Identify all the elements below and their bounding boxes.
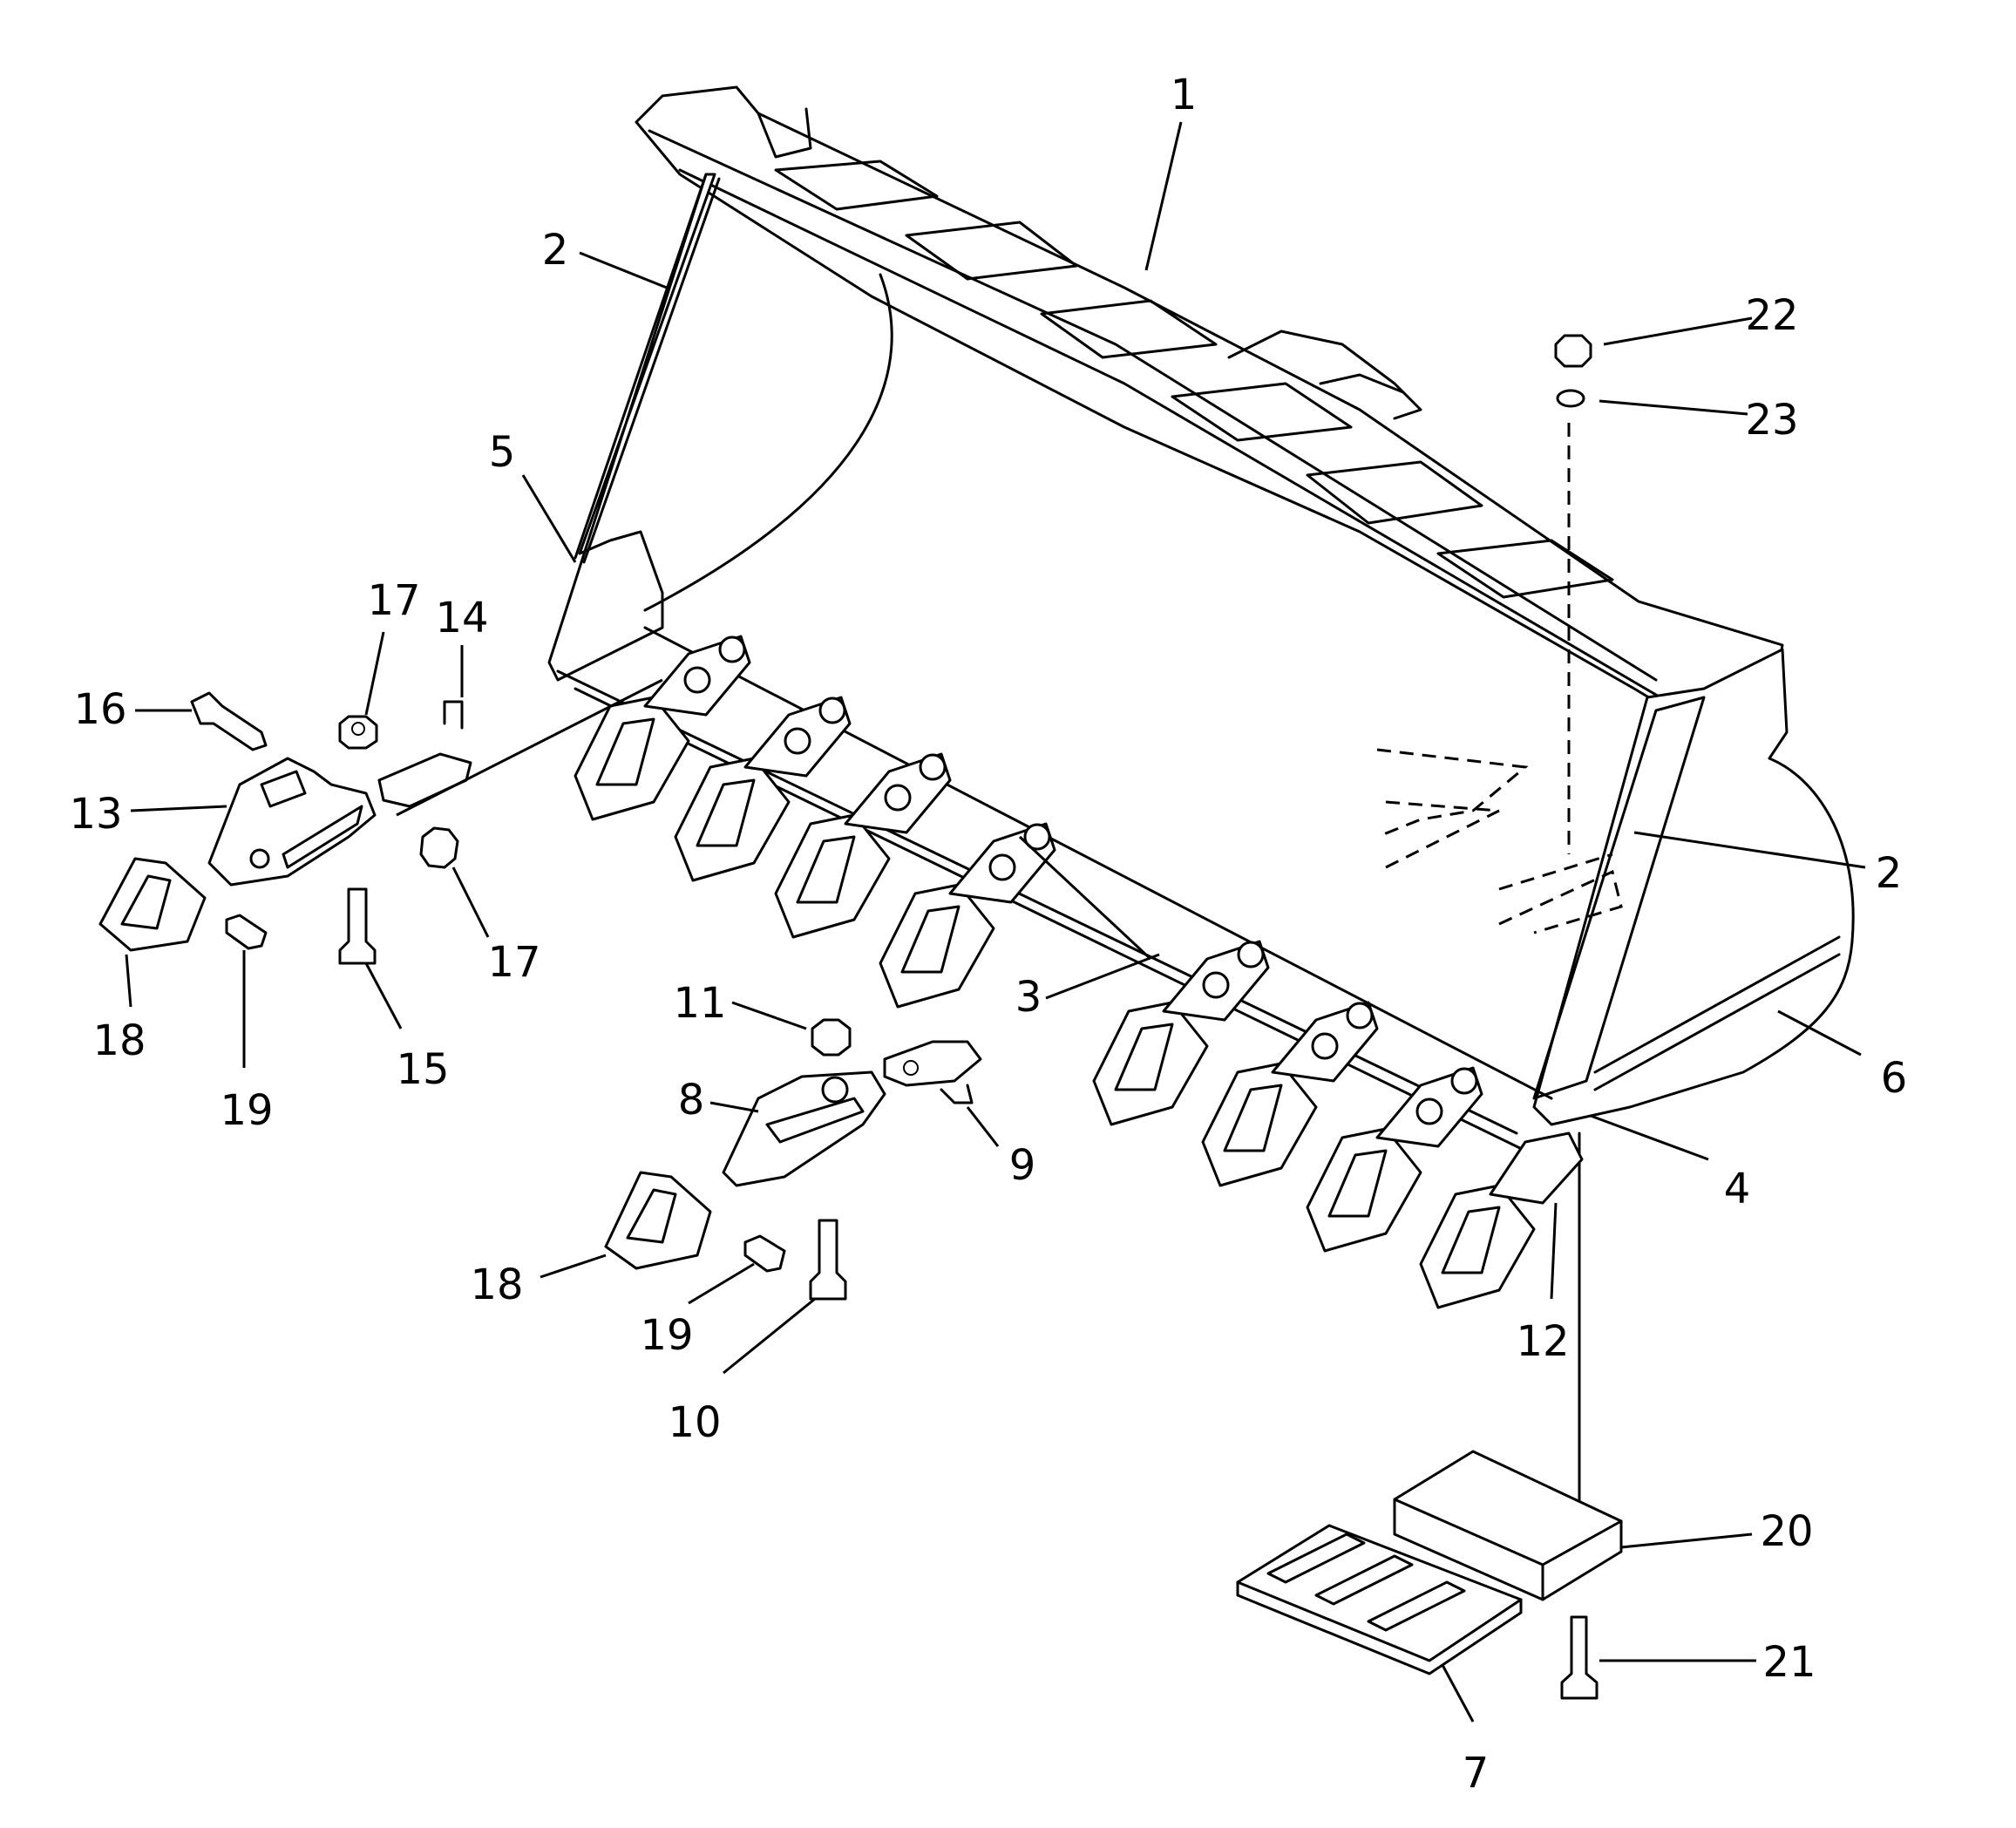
tooth-adapter-corner [1419,1131,1584,1309]
shim-9 [883,1040,982,1087]
callout-19-left: 19 [220,1086,273,1135]
bolt-21 [1560,1615,1599,1700]
teeth-row [574,635,1584,1309]
nut-17-bottom [419,826,459,869]
callout-16: 16 [73,685,126,734]
callout-20: 20 [1760,1507,1813,1556]
callout-1: 1 [1171,71,1198,119]
tooth-adapter [574,635,751,821]
callout-4: 4 [1724,1165,1751,1213]
nut-22 [1554,334,1592,368]
callout-13: 13 [69,790,122,839]
spacer-block-20 [1393,1450,1623,1601]
nut-11 [811,1018,852,1057]
callout-7: 7 [1463,1749,1490,1797]
callout-21: 21 [1762,1638,1816,1687]
callout-9: 9 [1009,1141,1036,1190]
callout-12: 12 [1516,1317,1569,1366]
bucket-left-side-plate [547,173,716,682]
pin-19-left [225,914,268,950]
shim-14 [377,752,472,808]
nut-17-top [338,715,378,750]
callout-numbers: 1 2 2 3 4 5 6 7 8 9 10 11 12 13 14 15 16… [69,71,1907,1797]
tooth-tip-18-left [98,857,207,952]
callout-2-left: 2 [542,226,569,275]
tooth-adapter [674,696,852,882]
tooth-adapter [1092,940,1270,1126]
tooth-tip-18-center [604,1171,712,1270]
bolt-16 [190,691,268,751]
callout-17-top: 17 [367,576,420,625]
pin-19-center [743,1234,786,1273]
bolt-15 [338,887,377,965]
callout-2-right: 2 [1876,849,1903,898]
callout-14: 14 [435,594,488,642]
tooth-adapter [1306,1066,1483,1253]
callout-23: 23 [1745,396,1798,445]
corner-adapter-13 [207,757,377,887]
callout-18-center: 18 [470,1261,523,1309]
tooth-adapter [1201,1001,1379,1187]
leader-lines [125,121,1866,1723]
loose-parts [98,334,1623,1700]
callout-10: 10 [668,1398,721,1447]
callout-3: 3 [1015,973,1042,1022]
callout-15: 15 [396,1045,449,1094]
callout-22: 22 [1745,291,1798,340]
bucket-right-side-plate [1532,648,1855,1126]
callout-11: 11 [673,979,726,1028]
washer-23 [1556,389,1585,408]
bolt-10 [809,1219,847,1301]
adapter-8 [722,1070,886,1187]
tooth-adapter [774,752,952,939]
callout-8: 8 [678,1076,705,1125]
callout-18-left: 18 [92,1016,146,1065]
bucket-body [547,85,1855,1527]
callout-17-bottom: 17 [487,938,540,987]
callout-19-center: 19 [640,1311,693,1360]
bucket-top-rail [635,85,1784,703]
callout-5: 5 [489,428,516,477]
callout-6: 6 [1881,1054,1908,1103]
